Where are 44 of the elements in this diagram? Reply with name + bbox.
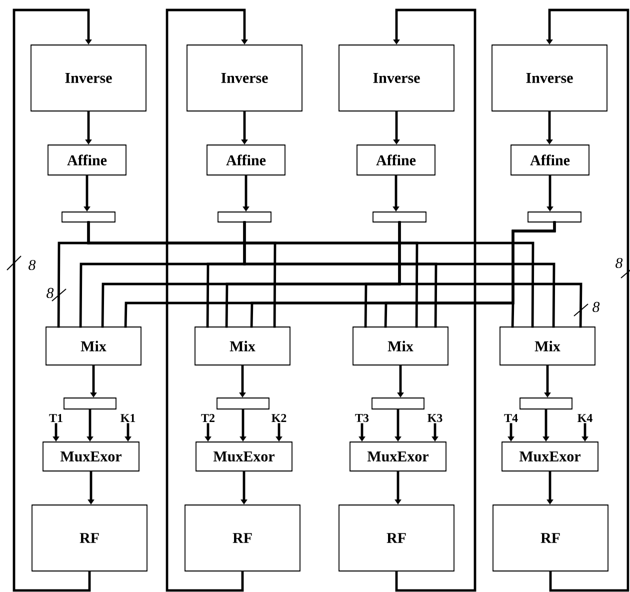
process-box: RF <box>338 504 454 572</box>
input-label: T1 <box>49 414 62 422</box>
process-box: Affine <box>510 144 590 176</box>
process-box: MuxExor <box>502 442 598 472</box>
process-box: MuxExor <box>42 442 140 472</box>
process-box: Affine <box>48 144 126 176</box>
register-box <box>372 398 424 410</box>
register-box <box>218 212 272 222</box>
input-label: K1 <box>120 414 136 422</box>
bus-width-mark: 8 <box>46 288 66 302</box>
bus-line <box>511 221 556 328</box>
bus-line <box>398 221 582 328</box>
feedback-arrow <box>166 8 248 592</box>
register-box <box>216 398 270 410</box>
register-box <box>372 212 426 222</box>
process-box: Mix <box>194 326 290 366</box>
process-box: Inverse <box>186 44 302 112</box>
input-label: K2 <box>272 414 286 422</box>
process-box: RF <box>492 504 608 572</box>
input-label: K3 <box>428 414 442 422</box>
register-box <box>62 212 116 222</box>
input-label: T3 <box>355 414 369 422</box>
process-box: Affine <box>356 144 436 176</box>
register-box <box>528 212 582 222</box>
process-box: Mix <box>500 326 596 366</box>
input-label: K4 <box>578 414 592 422</box>
feedback-arrow <box>12 8 92 592</box>
process-box: Inverse <box>492 44 608 112</box>
register-box <box>64 398 116 410</box>
input-label: T2 <box>201 414 214 422</box>
input-label: T4 <box>504 414 518 422</box>
bus-width-mark: 8 <box>574 302 600 316</box>
bus-width-mark: 8 <box>616 258 630 278</box>
process-box: MuxExor <box>350 442 446 472</box>
process-box: MuxExor <box>196 442 292 472</box>
process-box: Inverse <box>338 44 454 112</box>
process-box: Affine <box>206 144 286 176</box>
process-box: Mix <box>46 326 142 366</box>
process-box: RF <box>184 504 300 572</box>
process-box: Mix <box>352 326 448 366</box>
register-box <box>520 398 572 410</box>
process-box: Inverse <box>30 44 146 112</box>
process-box: RF <box>32 504 148 572</box>
bus-width-mark: 8 <box>6 256 36 270</box>
